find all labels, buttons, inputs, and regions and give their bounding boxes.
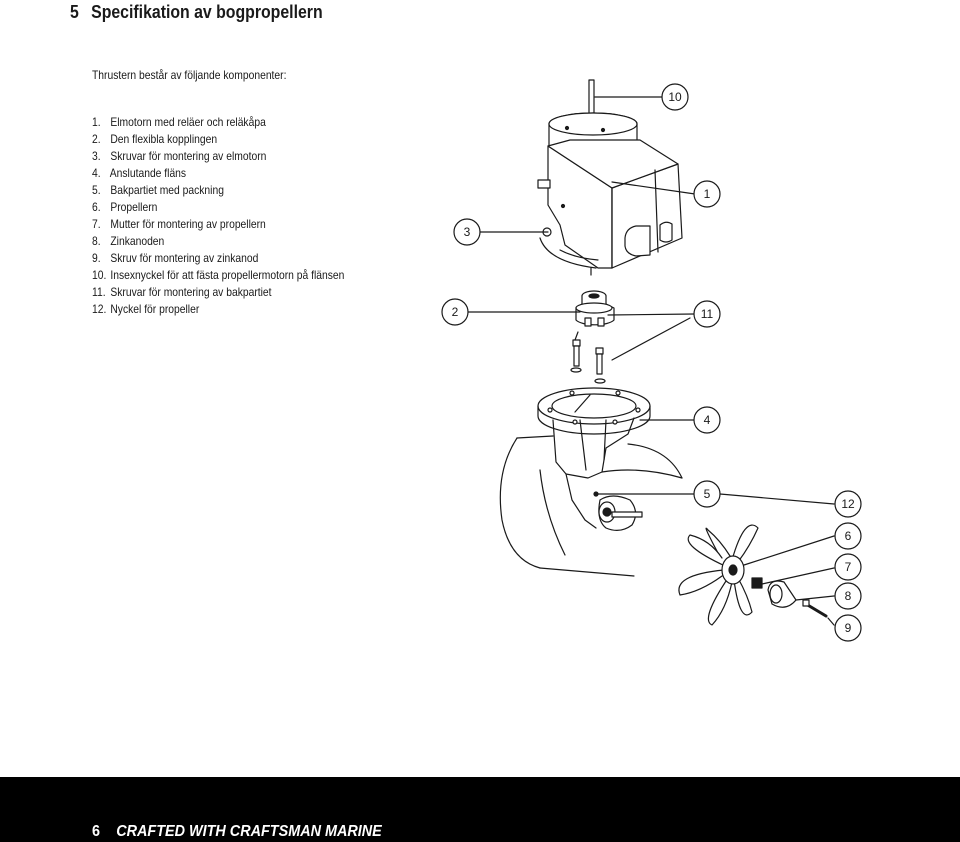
propeller-drawing	[678, 524, 759, 626]
svg-text:11: 11	[701, 307, 714, 321]
mounting-screws-drawing	[570, 339, 606, 384]
flexible-coupling-drawing	[575, 290, 615, 327]
footer-text: 6 CRAFTED WITH CRAFTSMAN MARINE	[92, 823, 382, 841]
svg-text:6: 6	[845, 529, 852, 543]
component-list: 1. Elmotorn med reläer och reläkåpa 2. D…	[92, 114, 344, 318]
list-item: 10. Insexnyckel för att fästa propellerm…	[92, 268, 345, 282]
connecting-flange-drawing	[537, 387, 651, 479]
callout-10: 10	[661, 83, 689, 111]
list-item: 1. Elmotorn med reläer och reläkåpa	[92, 115, 266, 129]
tunnel-and-gearleg-drawing	[499, 435, 683, 577]
list-item: 3. Skruvar för montering av elmotorn	[92, 149, 267, 163]
callout-6: 6	[834, 522, 862, 550]
callout-1: 1	[693, 180, 721, 208]
svg-text:5: 5	[704, 487, 711, 501]
list-item: 6. Propellern	[92, 200, 158, 214]
callout-9: 9	[834, 614, 862, 642]
svg-text:4: 4	[704, 413, 711, 427]
section-title: Specifikation av bogpropellern	[91, 2, 323, 22]
svg-text:1: 1	[704, 187, 711, 201]
list-item: 5. Bakpartiet med packning	[92, 183, 224, 197]
callout-4: 4	[693, 406, 721, 434]
list-item: 11. Skruvar för montering av bakpartiet	[92, 285, 272, 299]
list-item: 7. Mutter för montering av propellern	[92, 217, 266, 231]
page-number: 6	[92, 823, 101, 840]
svg-text:8: 8	[845, 589, 852, 603]
callout-leaders	[467, 96, 835, 626]
list-item: 8. Zinkanoden	[92, 234, 165, 248]
section-number: 5	[70, 2, 79, 22]
callout-11: 11	[693, 300, 721, 328]
callout-5: 5	[693, 480, 721, 508]
footer-brand: CRAFTED WITH CRAFTSMAN MARINE	[116, 823, 382, 840]
list-item: 4. Anslutande fläns	[92, 166, 187, 180]
list-item: 2. Den flexibla kopplingen	[92, 132, 218, 146]
callout-8: 8	[834, 582, 862, 610]
callout-7: 7	[834, 553, 862, 581]
electric-motor-drawing	[537, 79, 683, 276]
exploded-thruster-diagram: 10 1 3 2 11 4 5 12 6 7 8 9	[441, 79, 862, 642]
svg-text:9: 9	[845, 621, 852, 635]
page-footer: 6 CRAFTED WITH CRAFTSMAN MARINE	[0, 777, 960, 842]
svg-text:3: 3	[464, 225, 471, 239]
svg-text:10: 10	[668, 90, 682, 104]
svg-text:2: 2	[452, 305, 459, 319]
nut-anode-screw-drawing	[751, 577, 828, 618]
intro-text: Thrustern består av följande komponenter…	[92, 68, 287, 82]
callout-badges: 10 1 3 2 11 4 5 12 6 7 8 9	[441, 83, 862, 642]
section-heading: 5 Specifikation av bogpropellern	[70, 2, 323, 23]
callout-2: 2	[441, 298, 469, 326]
svg-text:7: 7	[845, 560, 852, 574]
list-item: 9. Skruv för montering av zinkanod	[92, 251, 259, 265]
list-item: 12. Nyckel för propeller	[92, 302, 200, 316]
callout-3: 3	[453, 218, 481, 246]
svg-text:12: 12	[841, 497, 855, 511]
callout-12: 12	[834, 490, 862, 518]
